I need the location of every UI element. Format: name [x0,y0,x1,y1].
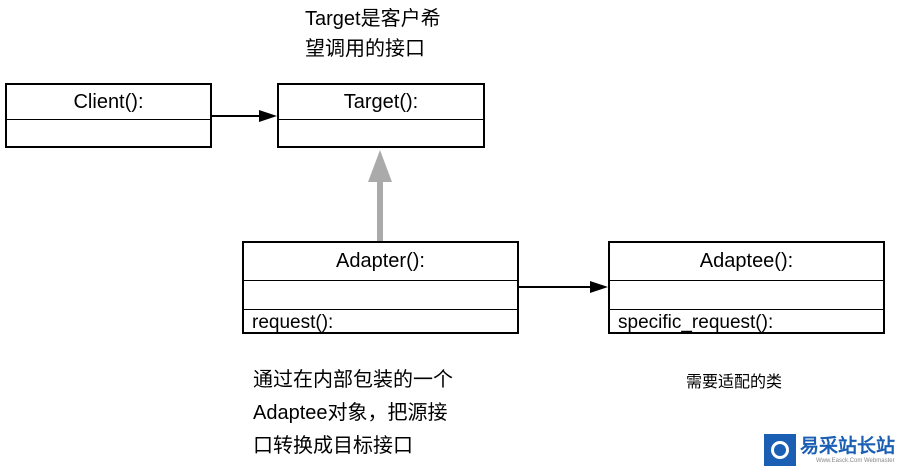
class-name: Target(): [343,91,419,113]
note-line: 通过在内部包装的一个 [253,369,453,391]
class-name: Adaptee(): [699,250,794,272]
watermark: 易采站长站 Www.Easck.Com Webmaster [764,433,898,466]
class-adaptee[interactable]: Adaptee(): specific_request(): [608,241,885,334]
class-name: Adapter(): [336,250,425,272]
note-line: Target是客户希 [305,8,441,30]
watermark-name: 易采站长站 [800,435,896,457]
class-method: specific_request(): [610,309,883,336]
adapter-note: 通过在内部包装的一个 Adaptee对象，把源接 口转换成目标接口 [253,364,453,463]
class-attributes [279,119,483,146]
class-attributes [610,280,883,309]
note-line: Adaptee对象，把源接 [253,402,448,424]
class-attributes [244,280,517,309]
class-adapter[interactable]: Adapter(): request(): [242,241,519,334]
class-attributes [7,119,210,146]
class-client[interactable]: Client(): [5,83,212,148]
watermark-logo-icon [764,433,796,466]
arrowhead-icon [590,281,608,293]
target-note: Target是客户希 望调用的接口 [305,4,441,64]
watermark-sub: Www.Easck.Com Webmaster [816,457,895,464]
note-line: 口转换成目标接口 [253,435,413,457]
note-line: 望调用的接口 [305,38,425,60]
class-target[interactable]: Target(): [277,83,485,148]
arrowhead-icon [259,110,277,122]
inheritance-arrowhead-icon [368,150,392,182]
class-method: request(): [244,309,517,336]
adaptee-note: 需要适配的类 [686,374,783,391]
class-name: Client(): [73,91,144,113]
